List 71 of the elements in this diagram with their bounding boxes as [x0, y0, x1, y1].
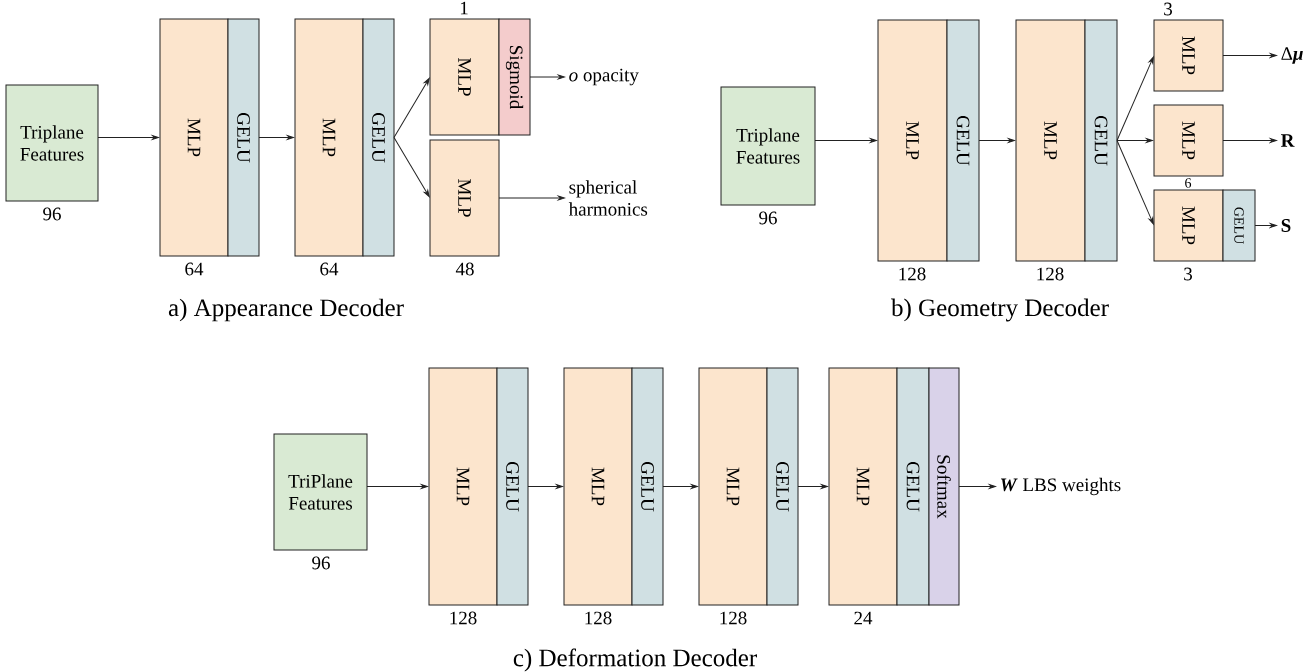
activation-box: GELU — [946, 19, 980, 262]
activation-box: GELU — [227, 18, 260, 257]
activation-box: GELU — [766, 367, 799, 606]
size-label: 128 — [899, 267, 926, 281]
size-label: 128 — [450, 611, 477, 625]
arrow — [393, 77, 430, 138]
layer-box: MLP — [159, 18, 229, 257]
activation-box: GELU — [896, 367, 930, 606]
arrow — [797, 484, 828, 489]
size-label: 64 — [320, 262, 339, 276]
size-label: 96 — [312, 556, 330, 570]
layer-box: MLP — [563, 367, 633, 606]
layer-box: MLP — [828, 367, 898, 606]
arrow — [393, 137, 430, 198]
arrow — [958, 484, 996, 489]
arrow — [1116, 56, 1154, 141]
layer-box: MLP — [428, 367, 498, 606]
size-label: 6 — [1185, 178, 1192, 188]
size-label: 24 — [854, 611, 873, 625]
activation-box: GELU — [631, 367, 664, 606]
subfigure-caption: c) Deformation Decoder — [513, 648, 757, 672]
size-label: 48 — [455, 262, 474, 276]
arrow — [978, 138, 1015, 143]
layer-box: MLP — [1153, 19, 1224, 92]
arrow — [527, 484, 563, 489]
input-box: TriPlane Features — [273, 433, 368, 551]
layer-box: MLP — [429, 139, 500, 257]
input-box: Triplane Features — [5, 84, 99, 202]
size-label: 64 — [185, 262, 204, 276]
size-label: 3 — [1184, 267, 1192, 281]
arrow — [97, 135, 159, 140]
size-label: 96 — [43, 207, 61, 221]
output-label: S — [1281, 219, 1291, 232]
arrow — [1222, 138, 1277, 143]
arrow — [1116, 140, 1154, 225]
output-label: Δμ — [1281, 47, 1303, 64]
size-label: 1 — [460, 1, 468, 15]
layer-box: MLP — [429, 18, 500, 136]
arrow — [258, 135, 294, 140]
input-box: Triplane Features — [720, 86, 816, 206]
size-label: 128 — [1037, 267, 1064, 281]
arrow — [529, 74, 565, 80]
activation-box: Sigmoid — [498, 18, 531, 136]
arrow — [1254, 223, 1277, 228]
size-label: 128 — [720, 611, 747, 625]
activation-box: GELU — [362, 18, 395, 257]
arrow — [498, 195, 565, 201]
layer-box: MLP — [294, 18, 364, 257]
activation-box: GELU — [1222, 189, 1256, 262]
activation-box: Softmax — [928, 367, 960, 606]
output-label: R — [1281, 134, 1295, 147]
layer-box: MLP — [1015, 19, 1086, 262]
size-label: 96 — [759, 211, 777, 225]
activation-box: GELU — [496, 367, 529, 606]
layer-box: MLP — [1153, 189, 1224, 262]
output-label: o opacity — [569, 68, 639, 86]
size-label: 128 — [585, 611, 612, 625]
output-label: spherical harmonics — [568, 180, 648, 216]
arrow — [814, 138, 877, 143]
size-label: 3 — [1164, 2, 1172, 16]
subfigure-caption: b) Geometry Decoder — [891, 298, 1109, 322]
subfigure-caption: a) Appearance Decoder — [168, 298, 404, 322]
layer-box: MLP — [1153, 104, 1224, 177]
layer-box: MLP — [877, 19, 948, 262]
arrow — [366, 484, 428, 489]
activation-box: GELU — [1084, 19, 1118, 262]
arrow — [662, 484, 698, 489]
arrow — [1116, 138, 1153, 143]
layer-box: MLP — [698, 367, 768, 606]
output-label: W LBS weights — [1001, 477, 1121, 496]
arrow — [1222, 53, 1277, 58]
